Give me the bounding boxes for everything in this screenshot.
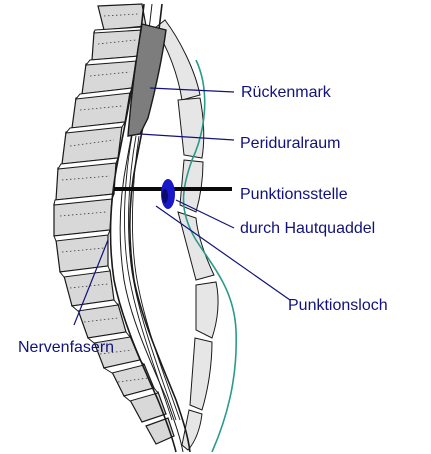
puncture-site-marker <box>161 179 175 209</box>
label-puncture-hole: Punktionsloch <box>288 297 388 314</box>
label-nerve-fibers: Nervenfasern <box>18 339 114 356</box>
label-puncture-site: Punktionsstelle <box>240 186 348 203</box>
label-spinal-cord: Rückenmark <box>241 84 332 101</box>
label-puncture-site-line2: durch Hautquaddel <box>240 220 375 237</box>
label-epidural-space: Periduralraum <box>240 135 340 152</box>
